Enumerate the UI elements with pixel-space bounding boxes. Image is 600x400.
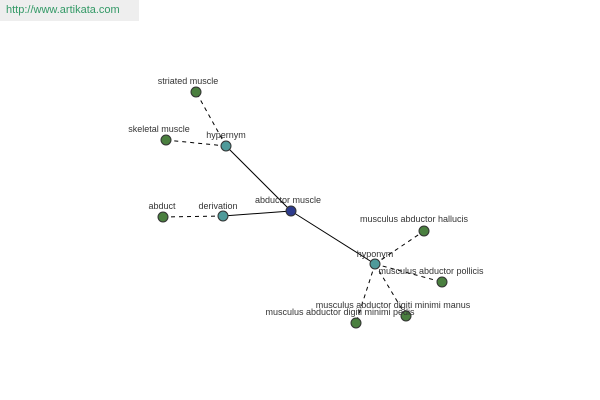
node-label-hypernym[interactable]: hypernym [206,130,246,140]
url-banner: http://www.artikata.com [0,0,139,21]
node-label-derivation[interactable]: derivation [198,201,237,211]
node-label-hyponym[interactable]: hyponym [357,249,394,259]
edge-hyponym-to-musculus-abductor-digiti-minimi-manus [374,263,407,317]
node-derivation[interactable] [217,210,229,222]
node-label-abduct[interactable]: abduct [148,201,176,211]
edge-hypernym-to-skeletal-muscle [165,139,227,147]
edge-abductor-muscle-to-hypernym [225,145,292,212]
node-musculus-abductor-digiti-minimi-manus[interactable] [400,310,412,322]
node-hypernym[interactable] [220,140,232,152]
node-abductor-muscle[interactable] [285,205,297,217]
node-musculus-abductor-digiti-minimi-pedis[interactable] [350,317,362,329]
node-musculus-abductor-hallucis[interactable] [418,225,430,237]
node-label-musculus-abductor-digiti-minimi-pedis[interactable]: musculus abductor digiti minimi pedis [265,307,415,317]
node-hyponym[interactable] [369,258,381,270]
labels-layer: abductor muscle hypernym derivation hyponym… [128,76,484,317]
edges-layer [162,91,443,324]
node-striated-muscle[interactable] [190,86,202,98]
edge-hypernym-to-striated-muscle [195,91,227,147]
edge-hyponym-to-musculus-abductor-pollicis [374,263,443,283]
node-label-musculus-abductor-hallucis[interactable]: musculus abductor hallucis [360,214,469,224]
node-musculus-abductor-pollicis[interactable] [436,276,448,288]
node-label-striated-muscle[interactable]: striated muscle [158,76,219,86]
nodes-layer [157,86,448,329]
node-label-musculus-abductor-digiti-minimi-manus[interactable]: musculus abductor digiti minimi manus [316,300,471,310]
edge-hyponym-to-musculus-abductor-digiti-minimi-pedis [355,263,376,324]
site-url-link[interactable]: http://www.artikata.com [6,4,120,16]
node-skeletal-muscle[interactable] [160,134,172,146]
node-abduct[interactable] [157,211,169,223]
edge-derivation-to-abduct [162,215,224,218]
node-label-skeletal-muscle[interactable]: skeletal muscle [128,124,190,134]
node-label-abductor-muscle[interactable]: abductor muscle [255,195,321,205]
node-label-musculus-abductor-pollicis[interactable]: musculus abductor pollicis [378,266,484,276]
edge-hyponym-to-musculus-abductor-hallucis [374,230,425,265]
edge-abductor-muscle-to-hyponym [290,210,376,265]
edge-abductor-muscle-to-derivation [222,210,292,217]
